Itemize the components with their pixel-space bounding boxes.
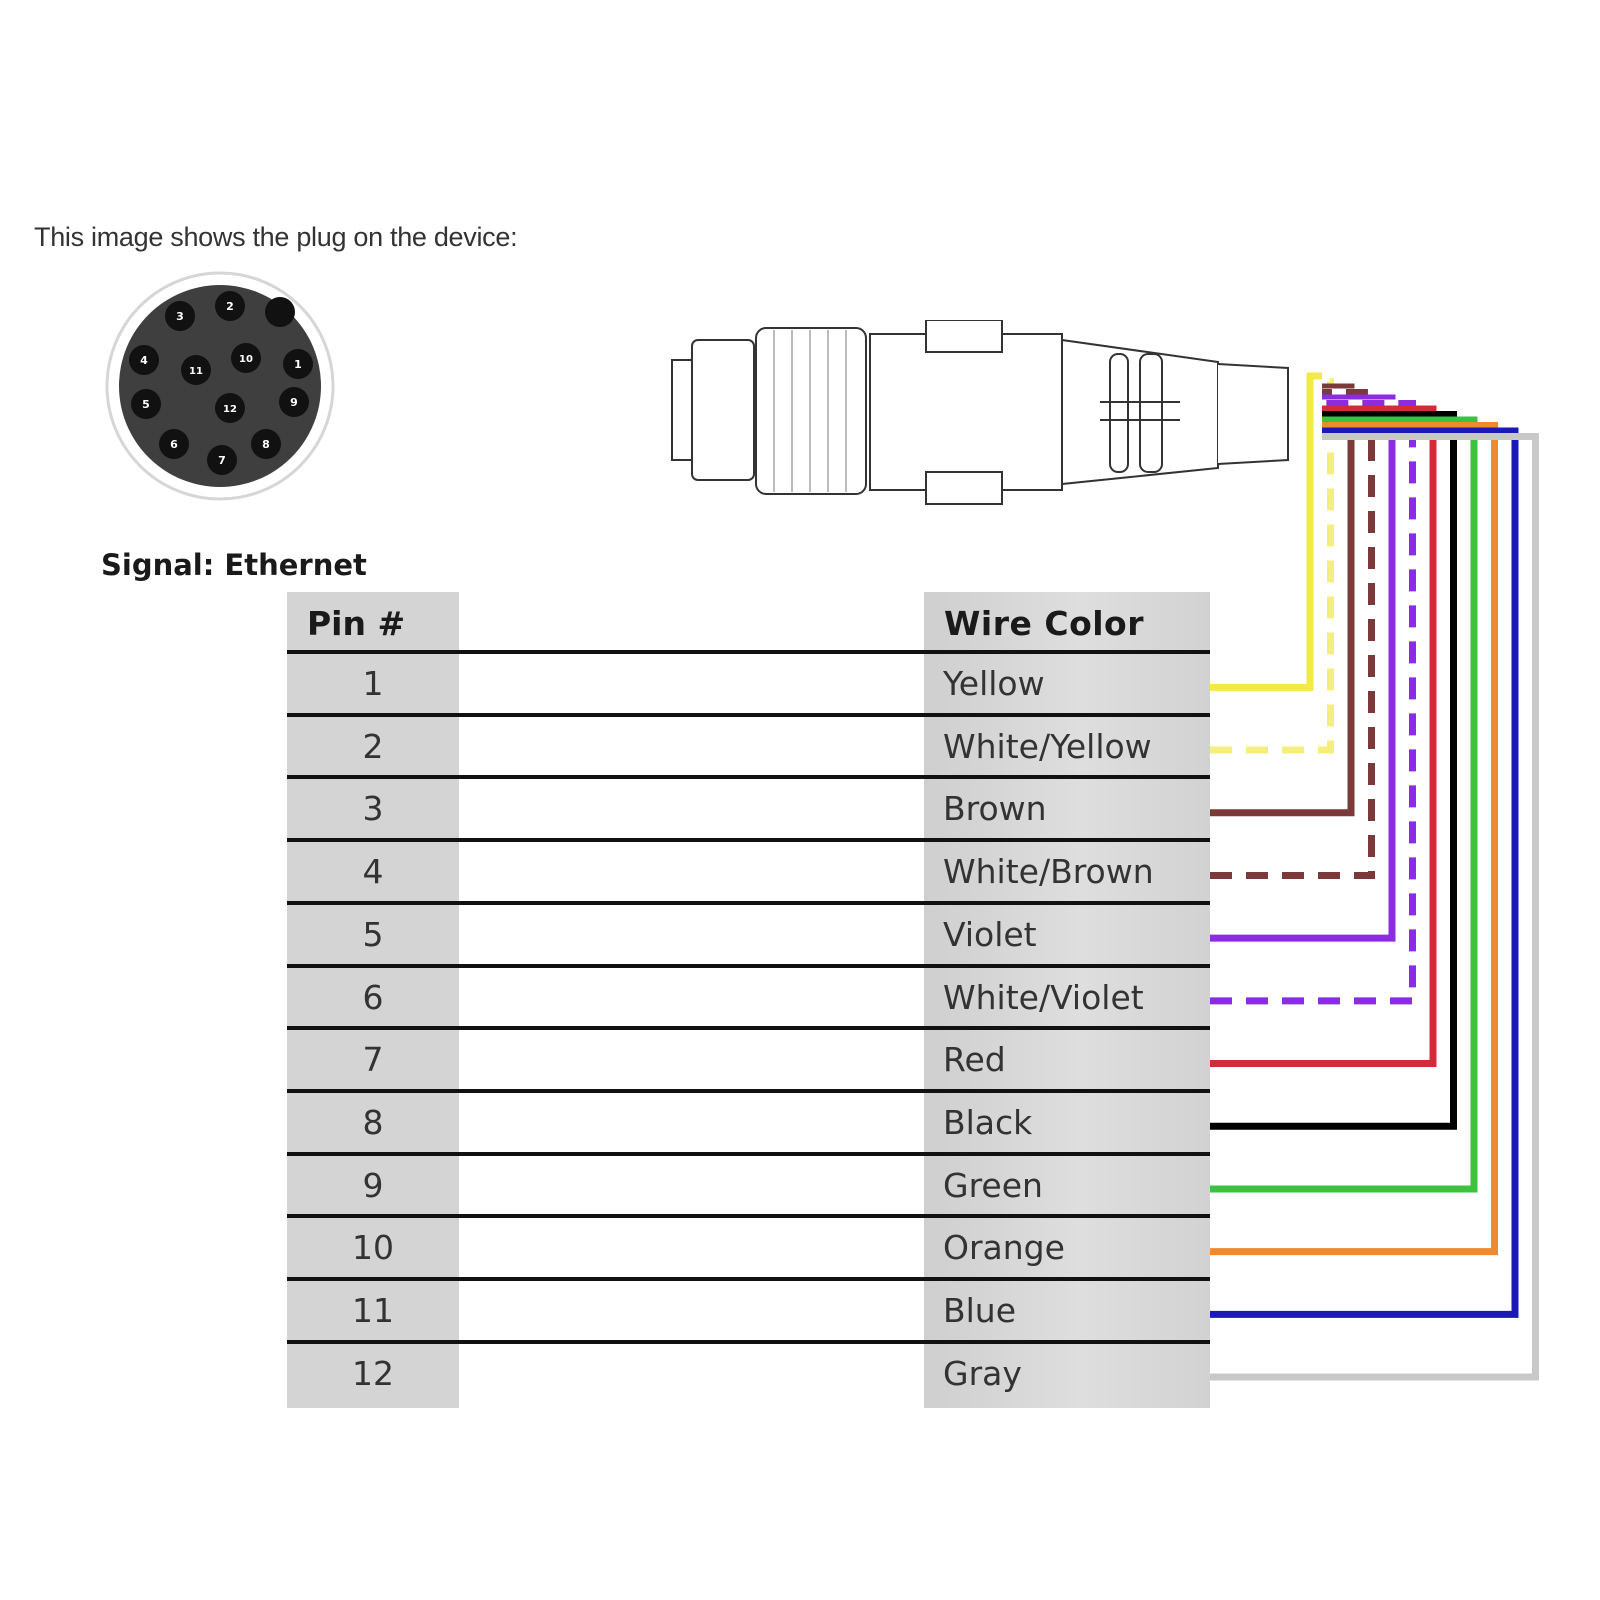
plug-pin-10 — [231, 343, 261, 373]
pin-number: 3 — [362, 789, 384, 829]
row-divider — [287, 1151, 1210, 1156]
wire-path-8 — [1210, 411, 1457, 1130]
pin-number: 5 — [362, 914, 384, 954]
pin-number: 2 — [362, 726, 384, 766]
row-divider — [287, 712, 1210, 717]
plug-pin-label: 10 — [239, 354, 253, 365]
plug-pin-label: 6 — [170, 438, 178, 451]
plug-pin-label: 4 — [140, 354, 148, 367]
pin-number: 4 — [362, 852, 384, 892]
plug-pin-4 — [129, 345, 159, 375]
wire-color-name: Brown — [943, 789, 1047, 829]
wire-color-name: White/Brown — [943, 852, 1154, 892]
plug-pin-partial — [265, 297, 295, 327]
wire-color-name: Green — [943, 1165, 1043, 1205]
plug-pin-label: 9 — [290, 396, 298, 409]
row-divider — [287, 1339, 1210, 1344]
row-divider — [287, 1026, 1210, 1031]
wire-color-name: Yellow — [943, 664, 1045, 703]
plug-pin-11 — [181, 355, 211, 385]
pin-number: 1 — [362, 664, 384, 703]
row-divider — [287, 838, 1210, 843]
wire-path-10 — [1210, 422, 1498, 1256]
pin-number: 6 — [362, 977, 384, 1017]
wire-color-name: Gray — [943, 1353, 1022, 1393]
plug-pin-8 — [251, 429, 281, 459]
plug-pin-label: 11 — [189, 366, 203, 377]
pin-number: 9 — [362, 1165, 384, 1205]
wire-color-name: White/Yellow — [943, 726, 1152, 766]
caption: This image shows the plug on the device: — [34, 222, 518, 252]
row-divider — [287, 900, 1210, 905]
plug-pin-6 — [159, 429, 189, 459]
pin-number: 12 — [352, 1353, 394, 1393]
wire-path-12 — [1210, 433, 1539, 1381]
plug-pin-label: 12 — [223, 404, 237, 415]
wire-path-11 — [1210, 427, 1519, 1318]
wire-color-name: Violet — [943, 914, 1037, 954]
plug-pin-9 — [279, 387, 309, 417]
row-divider — [287, 1088, 1210, 1093]
pin-number: 7 — [362, 1040, 384, 1080]
row-divider — [287, 1214, 1210, 1219]
wire-color-name: White/Violet — [943, 977, 1144, 1017]
row-divider — [287, 963, 1210, 968]
pin-number: 11 — [352, 1291, 394, 1330]
wire-color-name: Blue — [943, 1291, 1017, 1330]
pin-number: 8 — [362, 1102, 384, 1142]
row-divider — [287, 1277, 1210, 1281]
wire-color-name: Red — [943, 1040, 1006, 1080]
plug-pin-label: 7 — [218, 454, 226, 467]
wire-color-name: Black — [943, 1102, 1033, 1142]
plug-pin-12 — [215, 393, 245, 423]
signal-label: Signal: Ethernet — [101, 548, 367, 582]
plug-pin-label: 3 — [176, 310, 184, 323]
wire-color-name: Orange — [943, 1228, 1065, 1268]
plug-pin-label: 5 — [142, 398, 150, 411]
color-column-background — [924, 592, 1210, 1408]
plug-pin-2 — [215, 291, 245, 321]
plug-pin-label: 2 — [226, 300, 234, 313]
row-divider — [287, 650, 1210, 654]
plug-pin-1 — [283, 349, 313, 379]
wire-path-9 — [1210, 416, 1478, 1193]
pin-number: 10 — [352, 1228, 394, 1268]
plug-pin-label: 1 — [294, 358, 302, 371]
connector-drawing — [671, 320, 1289, 505]
plug-pin-3 — [165, 301, 195, 331]
pin-header: Pin # — [307, 604, 406, 643]
plug-pin-7 — [207, 445, 237, 475]
plug-pin-5 — [131, 389, 161, 419]
row-divider — [287, 775, 1210, 780]
wire-color-header: Wire Color — [944, 604, 1145, 643]
pin-column-background — [287, 592, 459, 1408]
plug-pin-label: 8 — [262, 438, 270, 451]
